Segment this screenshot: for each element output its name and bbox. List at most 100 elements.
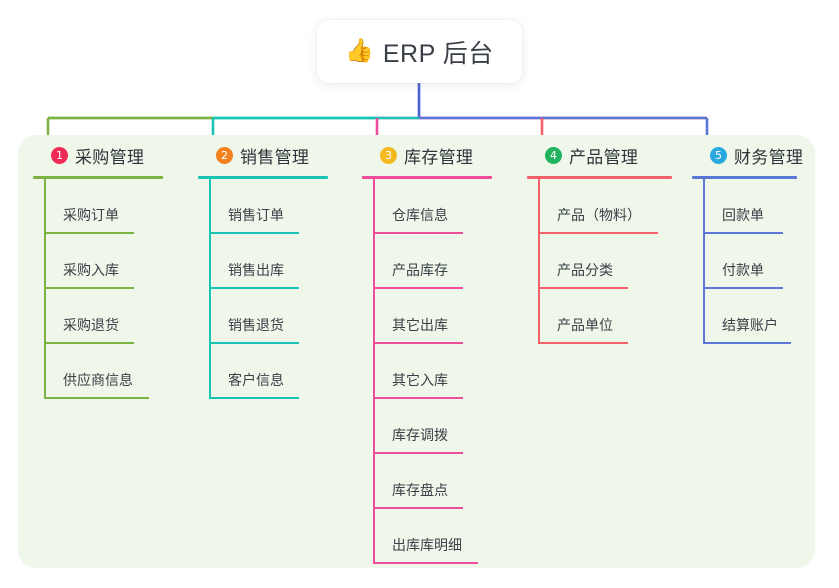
branch-item-label: 出库库明细 [392,537,462,553]
branch-number-badge: 4 [545,146,562,164]
branch-item[interactable]: 销售订单 [198,179,348,234]
branch-item[interactable]: 其它出库 [362,289,512,344]
branch-underline [362,176,492,179]
branch-item-label: 采购订单 [63,207,119,223]
branch-items: 回款单付款单结算账户 [692,179,817,344]
branch-item-underline [373,287,463,289]
branch-item-label: 结算账户 [722,317,778,333]
branch-underline [198,176,328,179]
branch-item-label: 产品单位 [557,317,613,333]
branch-item[interactable]: 付款单 [692,234,817,289]
branch-column-5: 5 财务管理回款单付款单结算账户 [692,142,817,344]
branch-spine [703,179,705,344]
branch-item-underline [373,397,463,399]
thumbs-up-icon: 👍 [345,38,374,64]
branch-item-label: 回款单 [722,207,764,223]
branch-item[interactable]: 销售退货 [198,289,348,344]
branch-item[interactable]: 销售出库 [198,234,348,289]
branch-header-2[interactable]: 2 销售管理 [198,142,348,168]
branch-item-underline [538,287,628,289]
root-node[interactable]: 👍 ERP 后台 [317,20,522,83]
root-title: ERP 后台 [382,39,494,68]
branch-items: 仓库信息产品库存其它出库其它入库库存调拨库存盘点出库库明细 [362,179,512,564]
branch-underline [33,176,163,179]
branch-item[interactable]: 产品（物料） [527,179,692,234]
branch-item-label: 采购入库 [63,262,119,278]
branch-number-badge: 5 [710,146,727,164]
branch-item[interactable]: 仓库信息 [362,179,512,234]
branch-item-underline [44,397,149,399]
branch-items: 采购订单采购入库采购退货供应商信息 [33,179,183,399]
branch-item[interactable]: 采购退货 [33,289,183,344]
branch-item-label: 供应商信息 [63,372,133,388]
branch-item-label: 销售出库 [228,262,284,278]
branch-item-underline [703,342,791,344]
branch-header-5[interactable]: 5 财务管理 [692,142,817,168]
branch-item[interactable]: 其它入库 [362,344,512,399]
branch-item-label: 销售退货 [228,317,284,333]
branch-spine [44,179,46,399]
branch-item-underline [703,287,783,289]
branch-item-label: 其它入库 [392,372,448,388]
branch-item-underline [44,232,134,234]
branch-item-label: 客户信息 [228,372,284,388]
branch-item[interactable]: 采购入库 [33,234,183,289]
branch-items: 产品（物料） 产品分类产品单位 [527,179,692,344]
branch-underline [692,176,797,179]
branch-item-underline [373,507,463,509]
branch-item-underline [373,562,478,564]
branch-item-label: 采购退货 [63,317,119,333]
branch-header-3[interactable]: 3 库存管理 [362,142,512,168]
branch-title: 销售管理 [240,147,310,167]
branch-item-underline [209,397,299,399]
branch-title: 库存管理 [404,147,474,167]
branch-item[interactable]: 产品分类 [527,234,692,289]
branch-underline [527,176,672,179]
branch-item-underline [373,342,463,344]
branch-item-label: 其它出库 [392,317,448,333]
branch-number-badge: 3 [380,146,397,164]
branch-item-underline [373,452,463,454]
branch-item-underline [538,342,628,344]
branch-header-1[interactable]: 1 采购管理 [33,142,183,168]
branch-spine [538,179,540,344]
branch-item[interactable]: 库存调拨 [362,399,512,454]
branch-number-badge: 1 [51,146,68,164]
branch-item[interactable]: 结算账户 [692,289,817,344]
branch-spine [209,179,211,399]
branch-item-label: 产品分类 [557,262,613,278]
branch-column-3: 3 库存管理仓库信息产品库存其它出库其它入库库存调拨库存盘点出库库明细 [362,142,512,564]
branch-item[interactable]: 供应商信息 [33,344,183,399]
branch-item-label: 产品（物料） [557,207,641,223]
branch-item-underline [44,287,134,289]
branch-item-label: 库存调拨 [392,427,448,443]
branch-item-underline [209,232,299,234]
branch-item[interactable]: 库存盘点 [362,454,512,509]
branch-title: 财务管理 [734,147,804,167]
branch-title: 采购管理 [75,147,145,167]
branch-item-label: 产品库存 [392,262,448,278]
branch-title: 产品管理 [569,147,639,167]
branch-number-badge: 2 [216,146,233,164]
branch-item-underline [209,342,299,344]
branch-item[interactable]: 客户信息 [198,344,348,399]
branch-item-underline [538,232,658,234]
branch-item-underline [44,342,134,344]
branch-column-2: 2 销售管理销售订单销售出库销售退货客户信息 [198,142,348,399]
branch-item-underline [373,232,463,234]
branch-header-4[interactable]: 4 产品管理 [527,142,692,168]
branch-item-label: 销售订单 [228,207,284,223]
branch-item-label: 仓库信息 [392,207,448,223]
branch-column-1: 1 采购管理采购订单采购入库采购退货供应商信息 [33,142,183,399]
branch-item[interactable]: 出库库明细 [362,509,512,564]
branch-item[interactable]: 采购订单 [33,179,183,234]
branch-item[interactable]: 产品单位 [527,289,692,344]
branch-items: 销售订单销售出库销售退货客户信息 [198,179,348,399]
branch-item[interactable]: 回款单 [692,179,817,234]
branch-item-label: 库存盘点 [392,482,448,498]
branches-panel [18,135,815,568]
branch-item[interactable]: 产品库存 [362,234,512,289]
branch-spine [373,179,375,564]
branch-item-underline [209,287,299,289]
